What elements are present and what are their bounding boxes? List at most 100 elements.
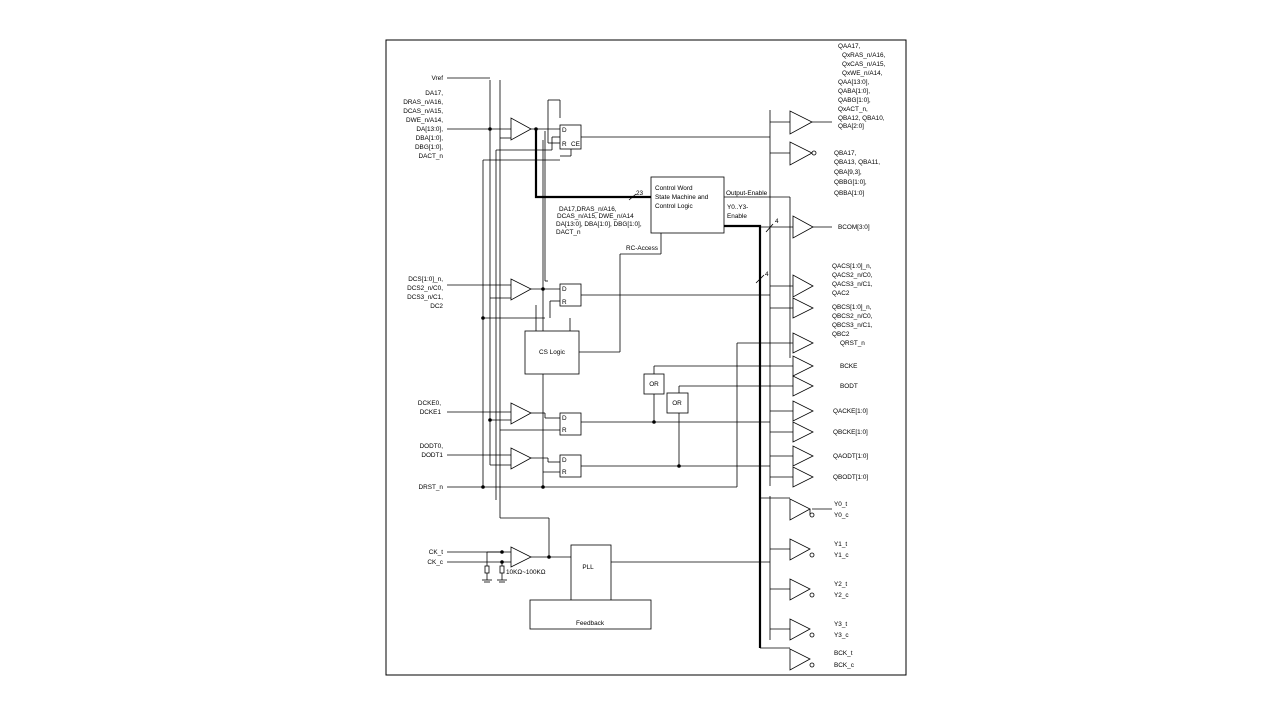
pll-block <box>529 544 770 630</box>
addr-label-4: DA[13:0], <box>416 126 443 133</box>
y2-t-label: Y2_t <box>834 581 847 588</box>
pll-label: PLL <box>582 564 594 571</box>
control-word-title-1: State Machine and <box>655 194 709 201</box>
qb-label-4: QBBA[1:0] <box>834 190 864 197</box>
ck-c-label: CK_c <box>427 559 443 566</box>
addr-label-2: DCAS_n/A15, <box>403 108 443 115</box>
qbcs-label-1: QBCS2_n/C0, <box>832 313 873 320</box>
output-buffers <box>760 110 832 671</box>
control-in-1: DCAS_n/A15, DWE_n/A14 <box>557 213 634 220</box>
cs-input-stage <box>447 131 770 318</box>
qa-label-1: QxRAS_n/A16, <box>842 52 886 59</box>
qb-label-3: QBBG[1:0], <box>834 179 867 186</box>
qb-label-0: QBA17, <box>834 150 857 157</box>
bodt-label: BODT <box>840 383 858 390</box>
qbcs-label-3: QBC2 <box>832 331 850 338</box>
cke-input-stage <box>447 394 770 436</box>
diagram-frame <box>385 39 907 676</box>
output-distribution-wires <box>724 110 791 640</box>
qaodt-label: QAODT[1:0] <box>833 453 868 460</box>
cs-label-2: DCS3_n/C1, <box>407 294 443 301</box>
reset-line <box>447 316 793 489</box>
input-labels: Vref DA17, DRAS_n/A16, DCAS_n/A15, DWE_n… <box>403 75 546 576</box>
y0-t-label: Y0_t <box>834 501 847 508</box>
qa-label-6: QABG[1:0], <box>838 97 871 104</box>
output-enable-label: Output-Enable <box>726 190 768 197</box>
qa-label-5: QABA[1:0], <box>838 88 870 95</box>
qa-label-7: QxACT_n, <box>838 106 868 113</box>
rc-access-label: RC-Access <box>626 245 658 252</box>
control-word-block <box>650 176 725 234</box>
resistor-label: 10KΩ~100KΩ <box>506 569 546 576</box>
odt-input-stage <box>447 413 770 478</box>
qa-label-2: QxCAS_n/A15, <box>842 61 886 68</box>
cs-label-0: DCS[1:0]_n, <box>408 276 443 283</box>
bus-width-4b: 4 <box>765 271 769 278</box>
or-gates <box>643 365 793 414</box>
address-input-buffer <box>447 77 560 141</box>
addr-label-1: DRAS_n/A16, <box>403 99 443 106</box>
control-word-bus <box>534 129 774 648</box>
ff2-d: D <box>562 286 567 293</box>
y-enable-label-0: Y0..Y3- <box>727 204 748 211</box>
ff4-r: R <box>562 469 567 476</box>
qa-label-4: QAA[13:0], <box>838 79 869 86</box>
ff1-r: R <box>562 141 567 148</box>
y1-t-label: Y1_t <box>834 541 847 548</box>
y2-c-label: Y2_c <box>834 592 849 599</box>
addr-label-5: DBA[1:0], <box>416 135 444 142</box>
bck-c-label: BCK_c <box>834 662 855 669</box>
bus-width-4a: 4 <box>775 218 779 225</box>
bck-t-label: BCK_t <box>834 650 853 657</box>
qa-label-0: QAA17, <box>838 43 861 50</box>
cs-logic-block <box>524 233 662 375</box>
qb-label-1: QBA13, QBA11, <box>834 159 880 166</box>
control-in-3: DACT_n <box>556 229 581 236</box>
addr-label-7: DACT_n <box>418 153 443 160</box>
control-in-2: DA[13:0], DBA[1:0], DBG[1:0], <box>556 221 642 228</box>
odt-label-0: DODT0, <box>420 443 444 450</box>
cke-label-1: DCKE1 <box>420 409 442 416</box>
input-distribution-wires <box>482 80 560 518</box>
addr-label-0: DA17, <box>425 90 443 97</box>
addr-label-6: DBG[1:0], <box>415 144 443 151</box>
ff2-r: R <box>562 299 567 306</box>
qacke-label: QACKE[1:0] <box>833 408 868 415</box>
control-in-0: DA17,DRAS_n/A16, <box>559 206 617 213</box>
qacs-label-0: QACS[1:0]_n, <box>832 263 872 270</box>
feedback-label: Feedback <box>576 620 605 627</box>
qacs-label-2: QACS3_n/C1, <box>832 281 873 288</box>
block-labels: Control Word State Machine and Control L… <box>539 185 709 627</box>
flipflop-labels: D R CE D R D R D R <box>562 127 580 476</box>
cs-label-3: DC2 <box>430 303 443 310</box>
ff1-d: D <box>562 127 567 134</box>
y1-c-label: Y1_c <box>834 552 849 559</box>
cs-logic-label: CS Logic <box>539 349 566 356</box>
output-labels: QAA17, QxRAS_n/A16, QxCAS_n/A15, QxWE_n/… <box>832 43 886 669</box>
qb-label-2: QBA[9,3], <box>834 169 862 176</box>
y3-c-label: Y3_c <box>834 632 849 639</box>
control-word-title-0: Control Word <box>655 185 693 192</box>
qbcs-label-2: QBCS3_n/C1, <box>832 322 873 329</box>
cke-label-0: DCKE0, <box>418 400 441 407</box>
bus-width-23: 23 <box>636 190 644 197</box>
qacs-label-1: QACS2_n/C0, <box>832 272 873 279</box>
y0-c-label: Y0_c <box>834 512 849 519</box>
vref-label: Vref <box>432 75 444 82</box>
qa-label-3: QxWE_n/A14, <box>842 70 883 77</box>
qa-label-8: QBA12, QBA10, <box>838 115 885 122</box>
bcke-label: BCKE <box>840 363 857 370</box>
qrst-label: QRST_n <box>840 340 865 347</box>
addr-label-3: DWE_n/A14, <box>406 117 443 124</box>
qbodt-label: QBODT[1:0] <box>833 474 868 481</box>
ff3-r: R <box>562 427 567 434</box>
y-enable-label-1: Enable <box>727 213 747 220</box>
rst-label: DRST_n <box>418 484 443 491</box>
qa-label-9: QBA[2:0] <box>838 123 864 130</box>
ff3-d: D <box>562 415 567 422</box>
or1-label: OR <box>649 381 659 388</box>
bcom-label: BCOM[3:0] <box>838 224 870 231</box>
bus-labels: 23 4 4 DA17,DRAS_n/A16, DCAS_n/A15, DWE_… <box>556 190 779 278</box>
y3-t-label: Y3_t <box>834 621 847 628</box>
